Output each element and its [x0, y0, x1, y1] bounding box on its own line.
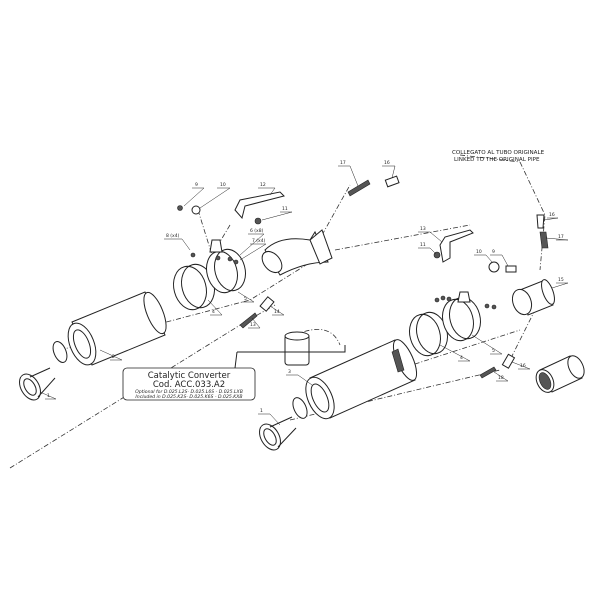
part-label: 10 [476, 249, 482, 255]
part-label: 9 [195, 182, 198, 188]
box-included: Included in D.025.K2S- D.025.K6S - D.025… [135, 394, 242, 400]
part-label: 4 [212, 309, 215, 315]
part-label: 4 [460, 355, 463, 361]
catalytic-converter-info-box: Catalytic Converter Cod. ACC.033.A2 Opti… [122, 367, 256, 401]
part-label: 18 [498, 375, 504, 381]
part-label: 11 [282, 206, 288, 212]
left-clamps [173, 239, 246, 311]
box-title: Catalytic Converter [148, 371, 231, 381]
part-label: 11 [420, 242, 426, 248]
note-line-1: COLLEGATO AL TUBO ORIGINALE [452, 150, 545, 156]
part-label: 5 [492, 348, 495, 354]
part-label: 12 [260, 182, 266, 188]
right-part-labels: 13 11 10 9 16 17 15 5 4 3 16 18 1 [260, 212, 564, 414]
right-bracket [433, 229, 517, 310]
leader-lines [39, 165, 569, 426]
part-label: 7 (x4) [252, 238, 266, 244]
part-label: 16 [384, 160, 390, 166]
left-small-parts [239, 175, 400, 329]
spare-catalytic-converter [535, 355, 585, 393]
right-end-cap [259, 397, 308, 451]
part-label: 13 [420, 226, 426, 232]
part-label: 14 [274, 309, 280, 315]
left-muffler [67, 291, 167, 366]
part-label: 16 [549, 212, 555, 218]
left-part-labels: 9 10 12 11 8 (x4) 6 (x8) 7 (x4) 5 4 13 1… [47, 160, 390, 399]
part-label: 17 [340, 160, 346, 166]
part-label: 6 (x8) [250, 228, 264, 234]
part-label: 1 [260, 408, 263, 414]
right-clamps [409, 291, 481, 357]
part-label: 17 [558, 234, 564, 240]
box-code: Cod. ACC.033.A2 [153, 380, 225, 390]
right-small-parts [479, 214, 549, 379]
right-muffler [305, 339, 418, 420]
right-connector-pipe [511, 279, 555, 316]
part-label: 8 (x4) [166, 233, 180, 239]
catalytic-converter [234, 331, 346, 369]
note-line-2: LINKED TO THE ORIGINAL PIPE [454, 157, 540, 163]
part-label: 3 [288, 369, 291, 375]
part-label: 5 [244, 296, 247, 302]
part-label: 2 [112, 354, 115, 360]
part-label: 13 [250, 322, 256, 328]
original-pipe-note: COLLEGATO AL TUBO ORIGINALE LINKED TO TH… [452, 150, 545, 163]
part-label: 10 [220, 182, 226, 188]
part-label: 16 [520, 363, 526, 369]
part-label: 1 [47, 393, 50, 399]
part-label: 9 [492, 249, 495, 255]
left-bracket [177, 191, 285, 265]
left-end-cap [19, 341, 68, 401]
left-bend-pipe [261, 229, 333, 276]
part-label: 15 [558, 277, 564, 283]
box-optional: Optional for D.025.L2S- D.025.L6S - D.02… [135, 389, 243, 395]
